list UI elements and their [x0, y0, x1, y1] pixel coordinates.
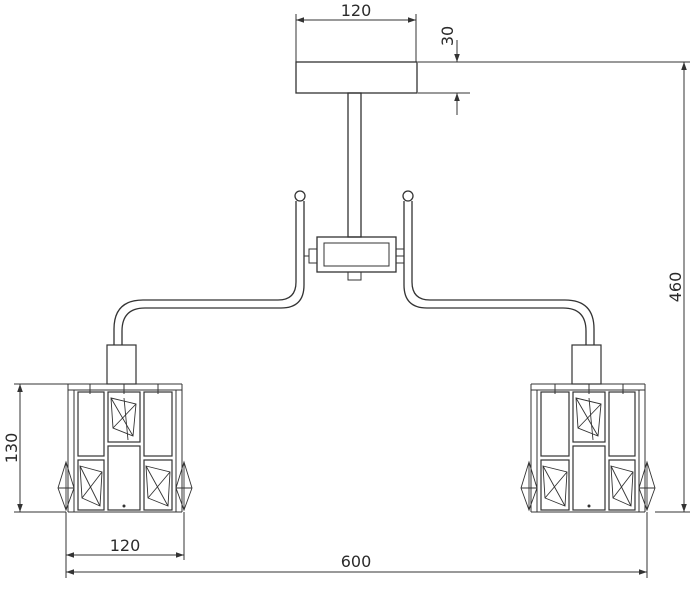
central-block — [316, 236, 397, 273]
dim-canopy-height: 30 — [418, 26, 690, 115]
finial-right — [402, 190, 414, 202]
dim-shade-width: 120 — [65, 512, 185, 560]
dim-overall-height-label: 460 — [666, 272, 685, 303]
dim-canopy-height-label: 30 — [438, 26, 457, 46]
arm-left — [113, 201, 309, 345]
dim-shade-width-label: 120 — [110, 536, 141, 555]
shade-right — [520, 344, 656, 513]
dim-overall-height: 460 — [655, 62, 690, 513]
finial-left — [294, 190, 306, 202]
arm-right — [396, 201, 595, 345]
dim-overall-width: 600 — [65, 512, 648, 578]
dim-shade-height: 130 — [2, 383, 68, 513]
stem — [347, 92, 362, 238]
shade-left — [57, 344, 193, 513]
dim-shade-height-label: 130 — [2, 433, 21, 464]
dim-canopy-width-label: 120 — [341, 1, 372, 20]
canopy — [295, 61, 418, 94]
dim-overall-width-label: 600 — [341, 552, 372, 571]
dim-canopy-width: 120 — [295, 1, 417, 62]
